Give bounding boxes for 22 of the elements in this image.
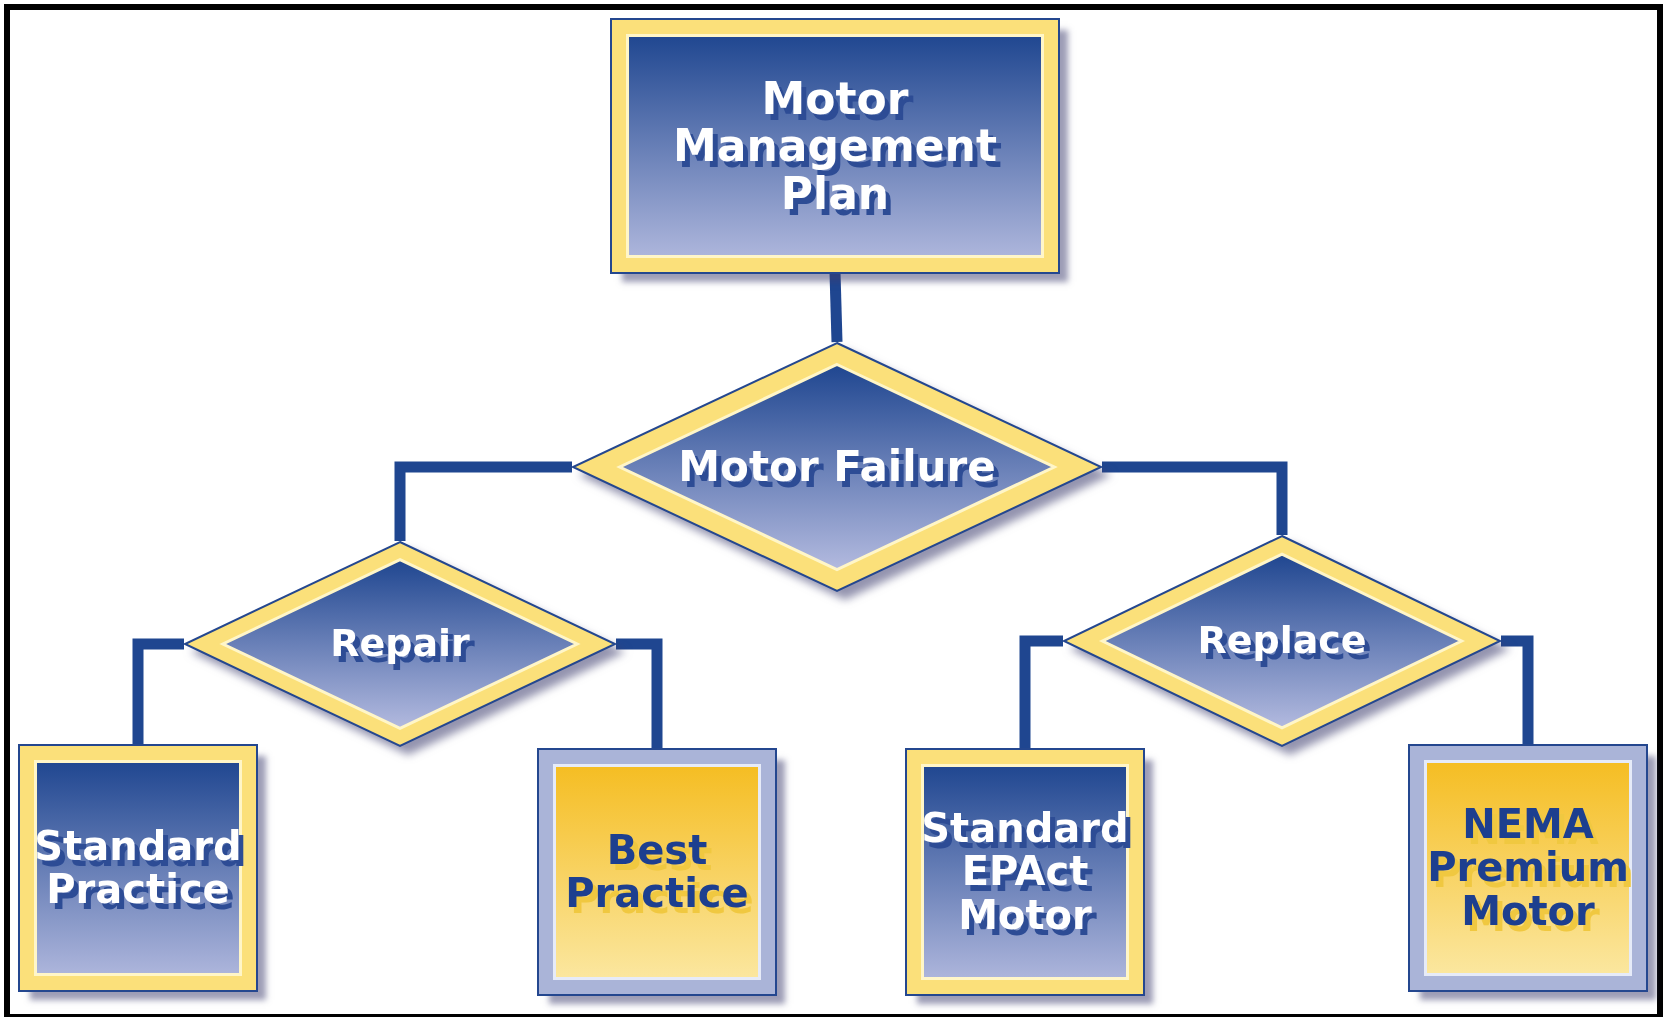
connector-line	[394, 461, 572, 541]
process-box	[20, 746, 256, 990]
node-label: Standard Practice	[33, 824, 243, 912]
connector-line	[1102, 461, 1288, 535]
node-label: NEMA Premium Motor	[1426, 803, 1630, 933]
process-box	[612, 20, 1058, 272]
connector-line	[616, 638, 663, 750]
process-box	[907, 750, 1143, 994]
node-label: Best Practice	[564, 828, 750, 916]
connector-line	[1019, 635, 1063, 750]
decision-diamond	[572, 342, 1102, 592]
node-label: Motor Failure	[677, 444, 997, 490]
process-box	[539, 750, 775, 994]
connector-line	[829, 271, 843, 343]
node-label: Standard EPAct Motor	[920, 807, 1130, 937]
connector-line	[1501, 635, 1534, 746]
decision-diamond	[184, 541, 616, 747]
node-label: Motor Management Plan	[672, 74, 998, 218]
node-label: Repair	[329, 623, 471, 665]
decision-diamond	[1063, 535, 1501, 747]
node-label: Replace	[1196, 620, 1368, 662]
process-box	[1410, 746, 1646, 990]
